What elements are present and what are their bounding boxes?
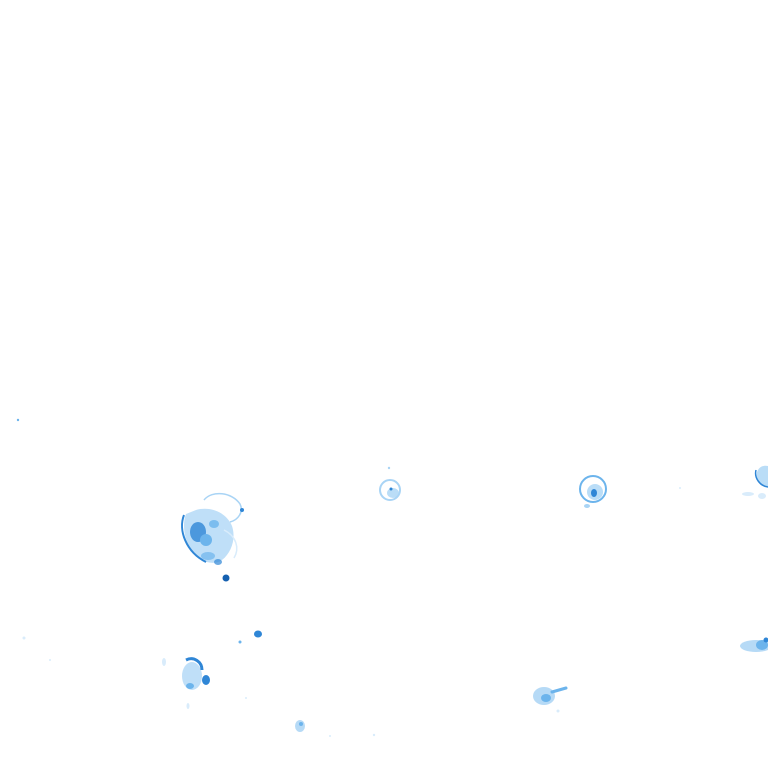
precipitation-cell-west xyxy=(181,492,244,582)
precipitation-cell-far-east xyxy=(742,465,768,499)
precipitation-cell-east xyxy=(579,475,607,508)
precipitation-cell-south-central xyxy=(533,686,568,713)
precipitation-cell-central xyxy=(379,466,401,501)
precipitation-cell-south xyxy=(162,657,210,709)
precipitation-cell-southeast xyxy=(740,637,768,652)
precipitation-specks xyxy=(16,418,681,737)
precipitation-cell-small-southwest xyxy=(238,630,262,644)
precipitation-cell-south-small xyxy=(295,720,376,737)
